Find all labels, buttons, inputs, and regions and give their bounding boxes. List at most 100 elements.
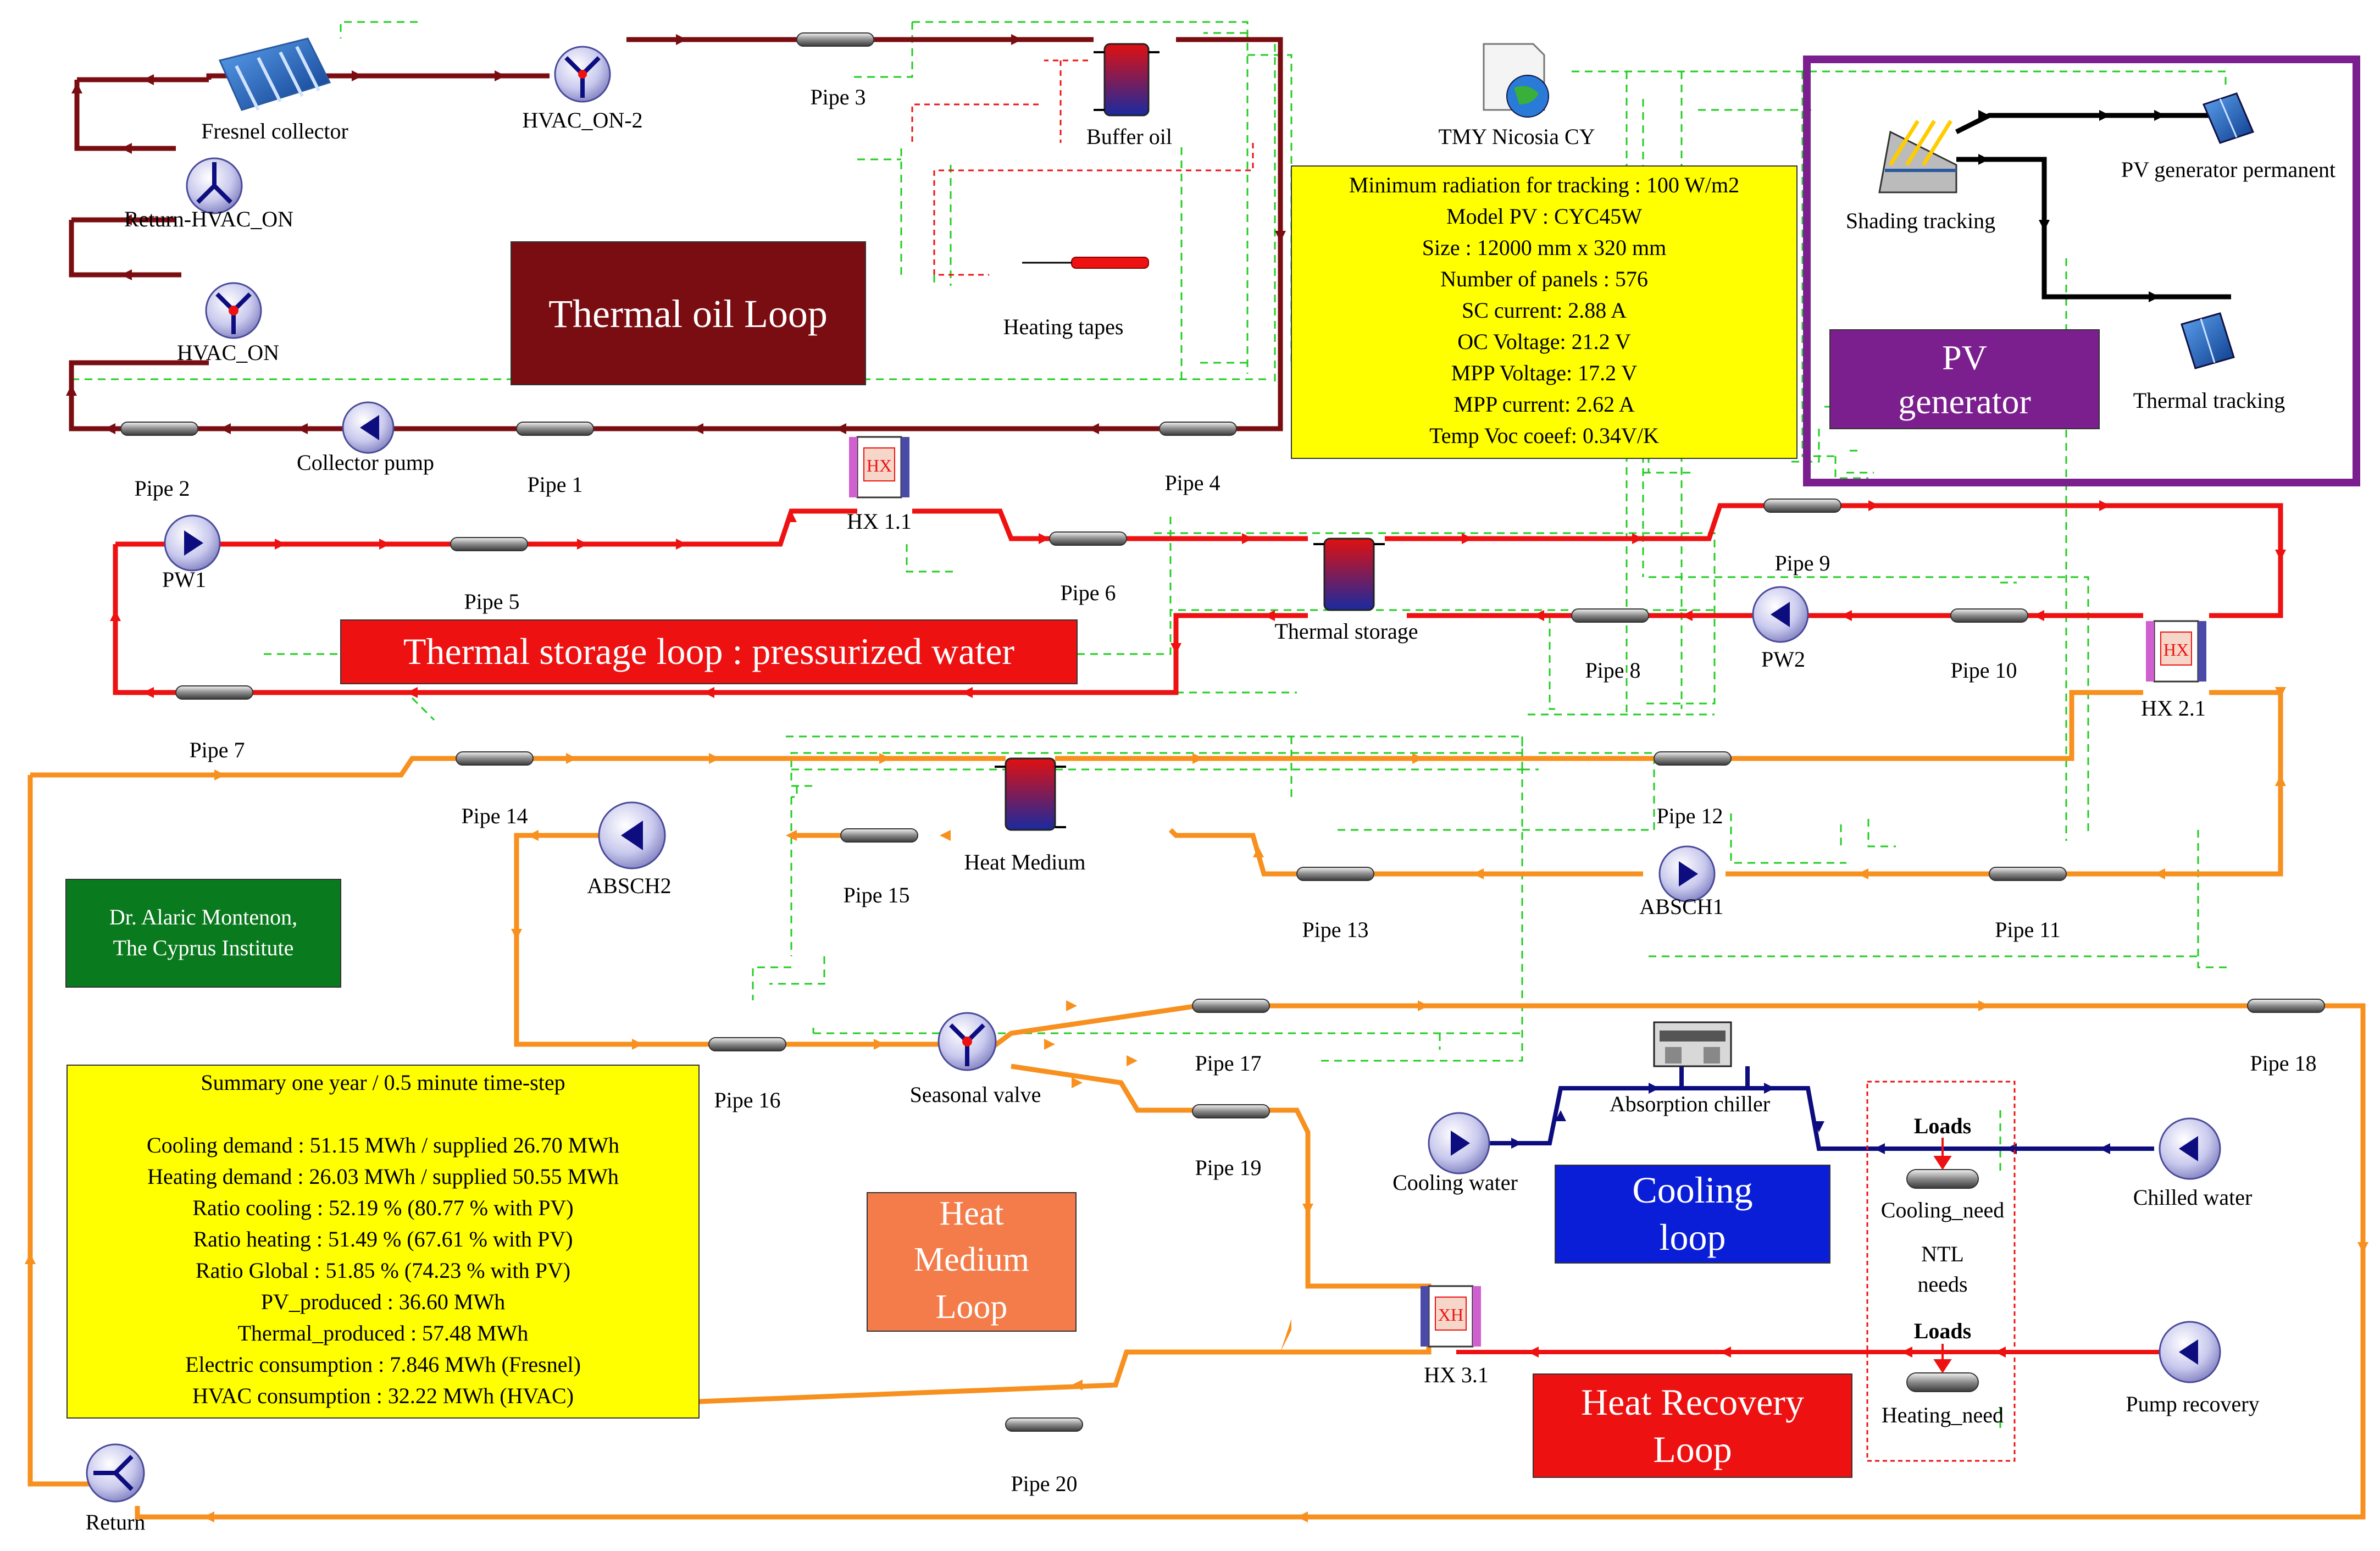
heat-recovery-loop-box: Heat Recovery Loop [1533,1373,1852,1478]
label-pipe-7: Pipe 7 [189,738,245,762]
label-pipe-9: Pipe 9 [1774,551,1830,575]
label-pump-recovery: Pump recovery [2126,1392,2259,1416]
pv-spec-line: Temp Voc coeef: 0.34V/K [1429,423,1659,448]
fresnel-collector-icon[interactable] [218,37,331,111]
summary-box: Summary one year / 0.5 minute time-step … [66,1065,700,1419]
loads-arrows [1933,1138,1952,1373]
pv-permanent-panel-icon[interactable] [2202,92,2255,144]
hx-3-1-icon[interactable]: XH [1421,1285,1481,1348]
heat-medium-title-3: Loop [936,1288,1008,1326]
hvac-on-2-valve-icon[interactable] [554,46,611,103]
absorption-chiller-icon[interactable] [1653,1021,1732,1067]
ntl-dashed-frame [1866,1081,2016,1462]
pv-arrows [1978,110,2165,302]
label-collector-pump: Collector pump [297,450,434,475]
pv-spec-line: SC current: 2.88 A [1462,298,1627,323]
heat-medium-title-1: Heat [939,1195,1003,1232]
label-pipe-1: Pipe 1 [527,472,582,497]
buffer-oil-tank-icon[interactable] [1094,43,1160,117]
summary-line: Thermal_produced : 57.48 MWh [238,1321,529,1345]
component-labels: Fresnel collector HVAC_ON-2 Return-HVAC_… [86,108,2336,1535]
pw1-pump-icon[interactable] [164,514,221,572]
label-ntl-1: NTL [1921,1242,1964,1266]
author-line-2: The Cyprus Institute [113,935,294,960]
summary-line: Ratio Global : 51.85 % (74.23 % with PV) [196,1258,570,1283]
pv-generator-title-1: PV [1942,338,1987,377]
weather-data-icon[interactable] [1483,43,1549,118]
label-absorption-chiller: Absorption chiller [1610,1092,1770,1116]
label-pipe-6: Pipe 6 [1060,580,1116,605]
thermal-oil-loop-box: Thermal oil Loop [511,241,866,385]
pv-spec-line: Minimum radiation for tracking : 100 W/m… [1349,173,1739,197]
label-heating-tapes: Heating tapes [1003,314,1124,339]
summary-line: Cooling demand : 51.15 MWh / supplied 26… [147,1133,619,1157]
pv-spec-box: Minimum radiation for tracking : 100 W/m… [1291,165,1798,459]
label-pipe-3: Pipe 3 [810,85,866,109]
absch1-pump-icon[interactable] [1658,845,1716,902]
label-return: Return [86,1510,146,1535]
heat-recovery-title-1: Heat Recovery [1581,1381,1804,1423]
label-cooling-need: Cooling_need [1881,1198,2004,1222]
label-tmy: TMY Nicosia CY [1438,124,1595,149]
pipe-18-shape [2247,999,2325,1013]
pipe-19-shape [1192,1104,1270,1118]
hx-glyph: HX [2163,640,2189,660]
thermal-storage-tank-icon[interactable] [1313,538,1385,611]
storage-loop-arrows [110,500,2286,698]
heat-recovery-title-2: Loop [1653,1428,1732,1470]
chilled-water-pump-icon[interactable] [2159,1117,2221,1180]
shading-tracking-icon[interactable] [1878,120,1957,193]
label-seasonal-valve: Seasonal valve [910,1082,1041,1107]
cooling-loop-title-1: Cooling [1632,1169,1752,1211]
pipe-10-shape [1950,608,2028,623]
label-pipe-17: Pipe 17 [1195,1051,1261,1076]
pipe-4-shape [1159,422,1237,436]
pv-signal-lines [1955,113,2231,300]
pv-spec-line: OC Voltage: 21.2 V [1457,329,1631,354]
heating-need-shape [1906,1372,1979,1392]
label-pv-permanent: PV generator permanent [2121,157,2335,182]
hx-2-1-icon[interactable]: HX [2146,620,2206,683]
hx-1-1-icon[interactable]: HX [849,436,909,498]
label-pipe-10: Pipe 10 [1950,658,2017,683]
hvac-on-valve-icon[interactable] [205,282,262,339]
hx-glyph-rev: XH [1438,1305,1463,1325]
label-pipe-16: Pipe 16 [714,1088,780,1112]
pipe-17-shape [1192,999,1270,1013]
label-absch1: ABSCH1 [1639,894,1723,919]
pipe-8-shape [1571,608,1649,623]
pv-generator-box: PV generator [1829,329,2100,429]
pipe-13-shape [1296,867,1374,881]
cooling-loop-box: Cooling loop [1555,1165,1830,1264]
pipe-1-shape [516,422,594,436]
return-valve-icon[interactable] [86,1443,145,1503]
pv-spec-line: Number of panels : 576 [1440,267,1648,291]
oil-loop-arrows [66,34,1286,434]
label-thermal-storage: Thermal storage [1275,619,1418,644]
label-hx11: HX 1.1 [847,509,912,534]
seasonal-valve-icon[interactable] [937,1012,997,1071]
label-thermal-tracking: Thermal tracking [2133,388,2285,413]
pipe-7-shape [175,685,253,700]
label-return-hvac-on: Return-HVAC_ON [124,207,293,231]
label-pipe-13: Pipe 13 [1302,917,1368,942]
label-heating-need: Heating_need [1882,1403,2004,1427]
label-pipe-18: Pipe 18 [2250,1051,2316,1076]
pump-recovery-icon[interactable] [2159,1321,2221,1383]
return-hvac-on-valve-icon[interactable] [186,157,243,214]
label-loads-1: Loads [1914,1114,1972,1138]
author-line-1: Dr. Alaric Montenon, [109,905,297,929]
pv-spec-line: Model PV : CYC45W [1446,204,1642,229]
heat-medium-tank-icon[interactable] [995,757,1066,831]
label-hvac-on-2: HVAC_ON-2 [522,108,642,132]
collector-pump-icon[interactable] [342,401,395,454]
absch2-pump-icon[interactable] [598,801,666,869]
pw2-pump-icon[interactable] [1752,586,1809,643]
label-hx31: HX 3.1 [1424,1362,1489,1387]
pv-thermal-tracking-panel-icon[interactable] [2181,312,2235,369]
label-buffer-oil: Buffer oil [1086,124,1172,149]
label-shading-tracking: Shading tracking [1846,208,1995,233]
cooling-water-pump-icon[interactable] [1428,1112,1490,1175]
cooling-loop-title-2: loop [1660,1216,1726,1258]
